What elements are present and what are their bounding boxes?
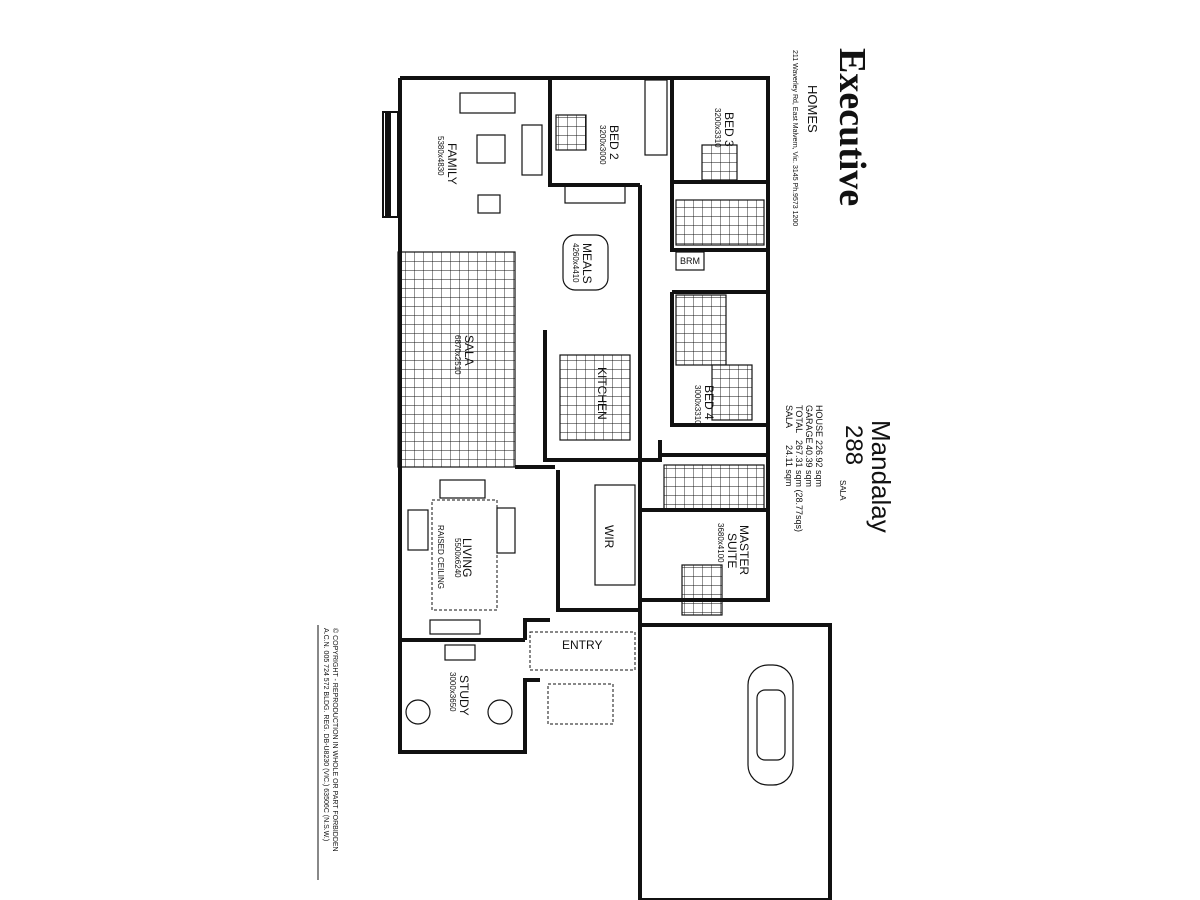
room-wir: WIR [602, 525, 616, 549]
area-label: TOTAL [794, 405, 804, 433]
living-sofa3 [407, 509, 429, 551]
room-meals: MEALS [580, 243, 594, 284]
room-brm: BRM [680, 256, 700, 266]
plan-number: 288 [840, 425, 867, 465]
window-frame [385, 112, 391, 217]
bath-wall [670, 182, 768, 252]
bathroom-tiles [675, 199, 765, 246]
brm [675, 251, 705, 271]
raised-ceiling-outline [431, 499, 498, 611]
outer-wall [400, 76, 770, 602]
sala-tiles [397, 251, 516, 468]
wir-wall [556, 470, 640, 612]
room-sala-size: 6870x2510 [453, 335, 462, 375]
study-wall [398, 640, 540, 754]
tv-unit [429, 619, 481, 635]
car-roof [756, 689, 786, 761]
car-icon [747, 664, 794, 786]
area-value: 226.92 sqm [814, 440, 824, 487]
sofa2 [521, 124, 543, 176]
room-bed3: BED 3 [722, 112, 736, 147]
master-bed [681, 564, 723, 616]
room-family: FAMILY [445, 143, 459, 185]
brand-address: 211 Waverley Rd, East Malvern, Vic. 3145… [791, 50, 798, 226]
room-living-note: RAISED CEILING [436, 525, 445, 589]
living-sofa2 [496, 507, 516, 554]
room-living: LIVING [460, 538, 474, 577]
area-value: 40.39 sqm [804, 445, 814, 487]
room-master-size: 3680x4100 [716, 523, 725, 563]
bed3-bed [701, 144, 738, 181]
plan-variant: SALA [838, 480, 847, 501]
garage-wall [638, 623, 832, 900]
living-sofa [439, 479, 486, 499]
porch [547, 683, 614, 725]
room-study: STUDY [457, 675, 471, 716]
room-meals-size: 4260x4410 [571, 243, 580, 283]
coffee-table [476, 134, 506, 164]
bathroom2-tiles [675, 294, 727, 366]
brand-logo-sub: HOMES [805, 85, 820, 133]
bed4-bed [711, 364, 753, 421]
room-bed3-size: 3200x3310 [713, 108, 722, 148]
dining-table [562, 234, 609, 291]
wir-area [594, 484, 636, 586]
copyright-line1: © COPYRIGHT - REPRODUCTION IN WHOLE OR P… [331, 628, 339, 852]
room-bed4: BED 4 [702, 385, 716, 420]
living-wall [523, 618, 550, 640]
room-sala: SALA [462, 335, 476, 366]
room-master-2: SUITE [725, 533, 739, 568]
room-master: MASTER [737, 525, 751, 575]
brand-logo: Executive [831, 48, 873, 206]
robe-bed2 [564, 184, 626, 204]
copyright-line2: A.C.N. 005 724 572 BLDG. REG. DB-U8230 (… [322, 628, 329, 841]
kitchen-wall [515, 330, 662, 469]
linen-closet [644, 79, 668, 156]
study-desk [444, 644, 476, 661]
room-bed2-size: 3200x3000 [598, 125, 607, 165]
bed2-bed [555, 114, 587, 151]
armchair [477, 194, 501, 214]
ensuite-wall [638, 453, 768, 625]
area-label: HOUSE [814, 405, 824, 437]
room-living-size: 5500x6240 [453, 538, 462, 578]
area-label: SALA [784, 405, 794, 428]
ensuite-tiles [663, 464, 765, 511]
room-family-size: 5380x4830 [436, 136, 445, 176]
bath2-wall [670, 290, 768, 427]
area-value: 24.11 sqm [784, 445, 794, 486]
study-chair [405, 699, 431, 725]
room-bed4-size: 3000x3310 [693, 385, 702, 425]
area-value: 267.31 sqm (28.77sqs) [794, 440, 804, 532]
room-kitchen: KITCHEN [595, 367, 609, 420]
plan-name: Mandalay [866, 420, 896, 533]
room-entry: ENTRY [562, 638, 602, 652]
sofa [459, 92, 516, 114]
room-bed2: BED 2 [607, 125, 621, 160]
study-chair2 [487, 699, 513, 725]
room-study-size: 3000x3650 [448, 672, 457, 712]
entry-area [529, 631, 636, 671]
kitchen-tiles [559, 354, 631, 441]
area-label: GARAGE [804, 405, 814, 444]
